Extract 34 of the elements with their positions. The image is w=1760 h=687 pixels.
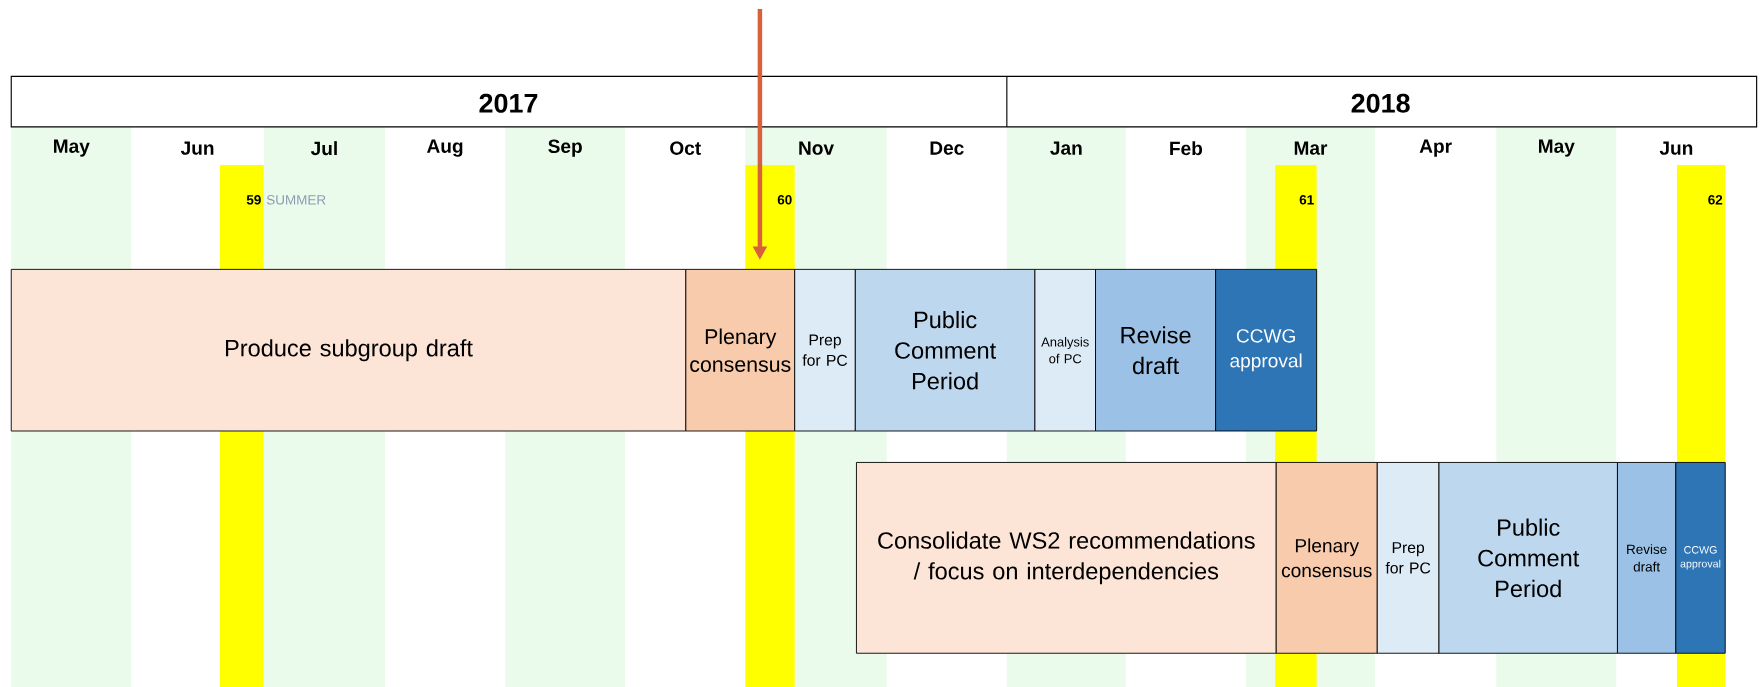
month-label: Jun — [1659, 141, 1693, 155]
month-label: May — [54, 139, 90, 157]
meeting-number: 59 — [246, 195, 261, 205]
task-box: Prep for PC — [1376, 462, 1440, 654]
task-box: Plenary consensus — [685, 268, 796, 432]
task-box: CCWG approval — [1675, 462, 1726, 654]
month-label: May — [1539, 139, 1575, 157]
season-label: SUMMER — [266, 195, 326, 205]
task-box: Plenary consensus — [1275, 462, 1378, 654]
month-label: Jan — [1050, 141, 1082, 155]
task-box: Prep for PC — [794, 268, 856, 432]
task-box: Public Comment Period — [1438, 462, 1618, 654]
meeting-number: 61 — [1299, 195, 1314, 205]
task-box: CCWG approval — [1215, 268, 1318, 432]
task-box: Revise draft — [1617, 462, 1677, 654]
year-label: 2018 — [1351, 93, 1410, 113]
task-box: Analysis of PC — [1034, 268, 1096, 432]
month-label: Jul — [310, 141, 337, 156]
meeting-number: 62 — [1708, 195, 1723, 205]
month-label: Feb — [1170, 141, 1203, 156]
month-label: Jun — [180, 141, 214, 155]
month-label: Sep — [548, 139, 582, 157]
meeting-number: 60 — [777, 195, 792, 205]
task-box: Produce subgroup draft — [10, 268, 687, 432]
month-label: Apr — [1419, 139, 1452, 157]
task-box: Revise draft — [1095, 268, 1217, 432]
task-box: Consolidate WS2 recommendations / focus on interdependencies — [856, 462, 1277, 654]
month-label: Mar — [1294, 141, 1328, 155]
year-label: 2017 — [479, 93, 538, 113]
month-label: Aug — [427, 139, 463, 157]
task-box: Public Comment Period — [854, 268, 1036, 432]
month-label: Oct — [670, 141, 701, 155]
month-label: Dec — [930, 141, 964, 155]
month-label: Nov — [799, 141, 834, 155]
